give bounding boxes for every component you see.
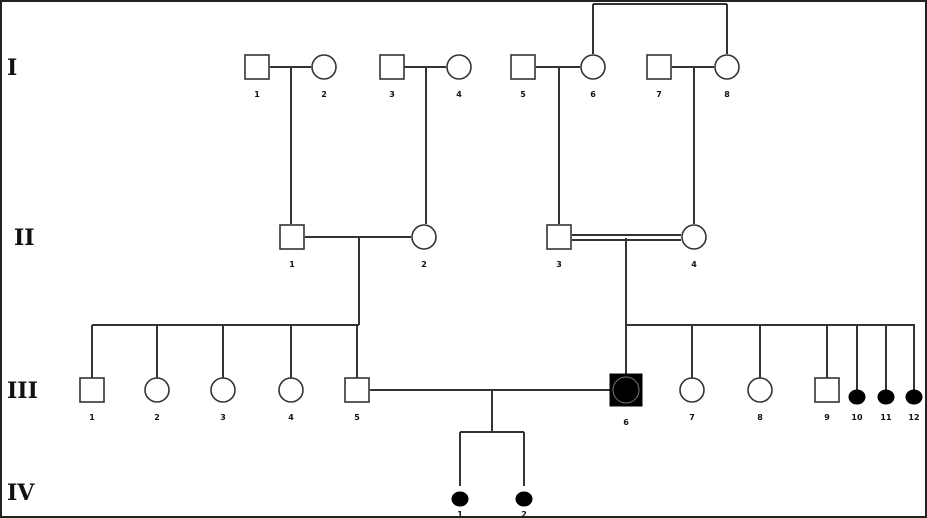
individual-number-label: 11	[880, 413, 892, 422]
individual-number-label: 1	[254, 90, 260, 99]
individual-III-5-male-square	[344, 377, 370, 403]
generation-label: IV	[7, 480, 35, 506]
individual-III-2-female-circle	[144, 377, 170, 403]
individual-number-label: 7	[656, 90, 662, 99]
generation-label: III	[7, 378, 38, 404]
individual-III-10-affected-small-circle	[848, 389, 866, 405]
individual-IV-1-affected-small-circle	[451, 491, 469, 507]
individual-I-8-female-circle	[714, 54, 740, 80]
individual-number-label: 8	[757, 413, 763, 422]
individual-number-label: 10	[851, 413, 863, 422]
individual-I-7-male-square	[646, 54, 672, 80]
individual-number-label: 5	[520, 90, 526, 99]
individual-number-label: 1	[89, 413, 95, 422]
individual-III-9-male-square	[814, 377, 840, 403]
individual-III-11-affected-small-circle	[877, 389, 895, 405]
individual-III-8-female-circle	[747, 377, 773, 403]
individual-number-label: 4	[691, 260, 697, 269]
individual-number-label: 2	[154, 413, 160, 422]
individual-number-label: 1	[289, 260, 295, 269]
individual-number-label: 7	[689, 413, 695, 422]
individual-I-6-female-circle	[580, 54, 606, 80]
individual-II-4-female-circle	[681, 224, 707, 250]
individual-number-label: 2	[421, 260, 427, 269]
individual-number-label: 2	[521, 510, 527, 516]
individual-I-3-male-square	[379, 54, 405, 80]
individual-II-3-male-square	[546, 224, 572, 250]
individual-number-label: 9	[824, 413, 830, 422]
individual-I-4-female-circle	[446, 54, 472, 80]
individual-number-label: 3	[556, 260, 562, 269]
individual-number-label: 8	[724, 90, 730, 99]
individual-II-1-male-square	[279, 224, 305, 250]
individual-III-1-male-square	[79, 377, 105, 403]
individual-number-label: 3	[389, 90, 395, 99]
individual-IV-2-affected-small-circle	[515, 491, 533, 507]
individual-III-6-affected-circle	[612, 376, 640, 404]
individual-II-2-female-circle	[411, 224, 437, 250]
individual-III-12-affected-small-circle	[905, 389, 923, 405]
individual-number-label: 6	[590, 90, 596, 99]
generation-label: I	[7, 55, 17, 81]
individual-number-label: 12	[908, 413, 919, 422]
individual-III-4-female-circle	[278, 377, 304, 403]
individual-number-label: 4	[456, 90, 462, 99]
individual-III-7-female-circle	[679, 377, 705, 403]
individual-I-5-male-square	[510, 54, 536, 80]
generation-label: II	[14, 225, 35, 251]
individual-number-label: 6	[623, 418, 629, 427]
individual-I-1-male-square	[244, 54, 270, 80]
individual-number-label: 4	[288, 413, 294, 422]
individual-III-3-female-circle	[210, 377, 236, 403]
individual-number-label: 1	[457, 510, 463, 516]
individual-number-label: 3	[220, 413, 226, 422]
individual-number-label: 5	[354, 413, 360, 422]
individual-number-label: 2	[321, 90, 327, 99]
individual-I-2-female-circle	[311, 54, 337, 80]
